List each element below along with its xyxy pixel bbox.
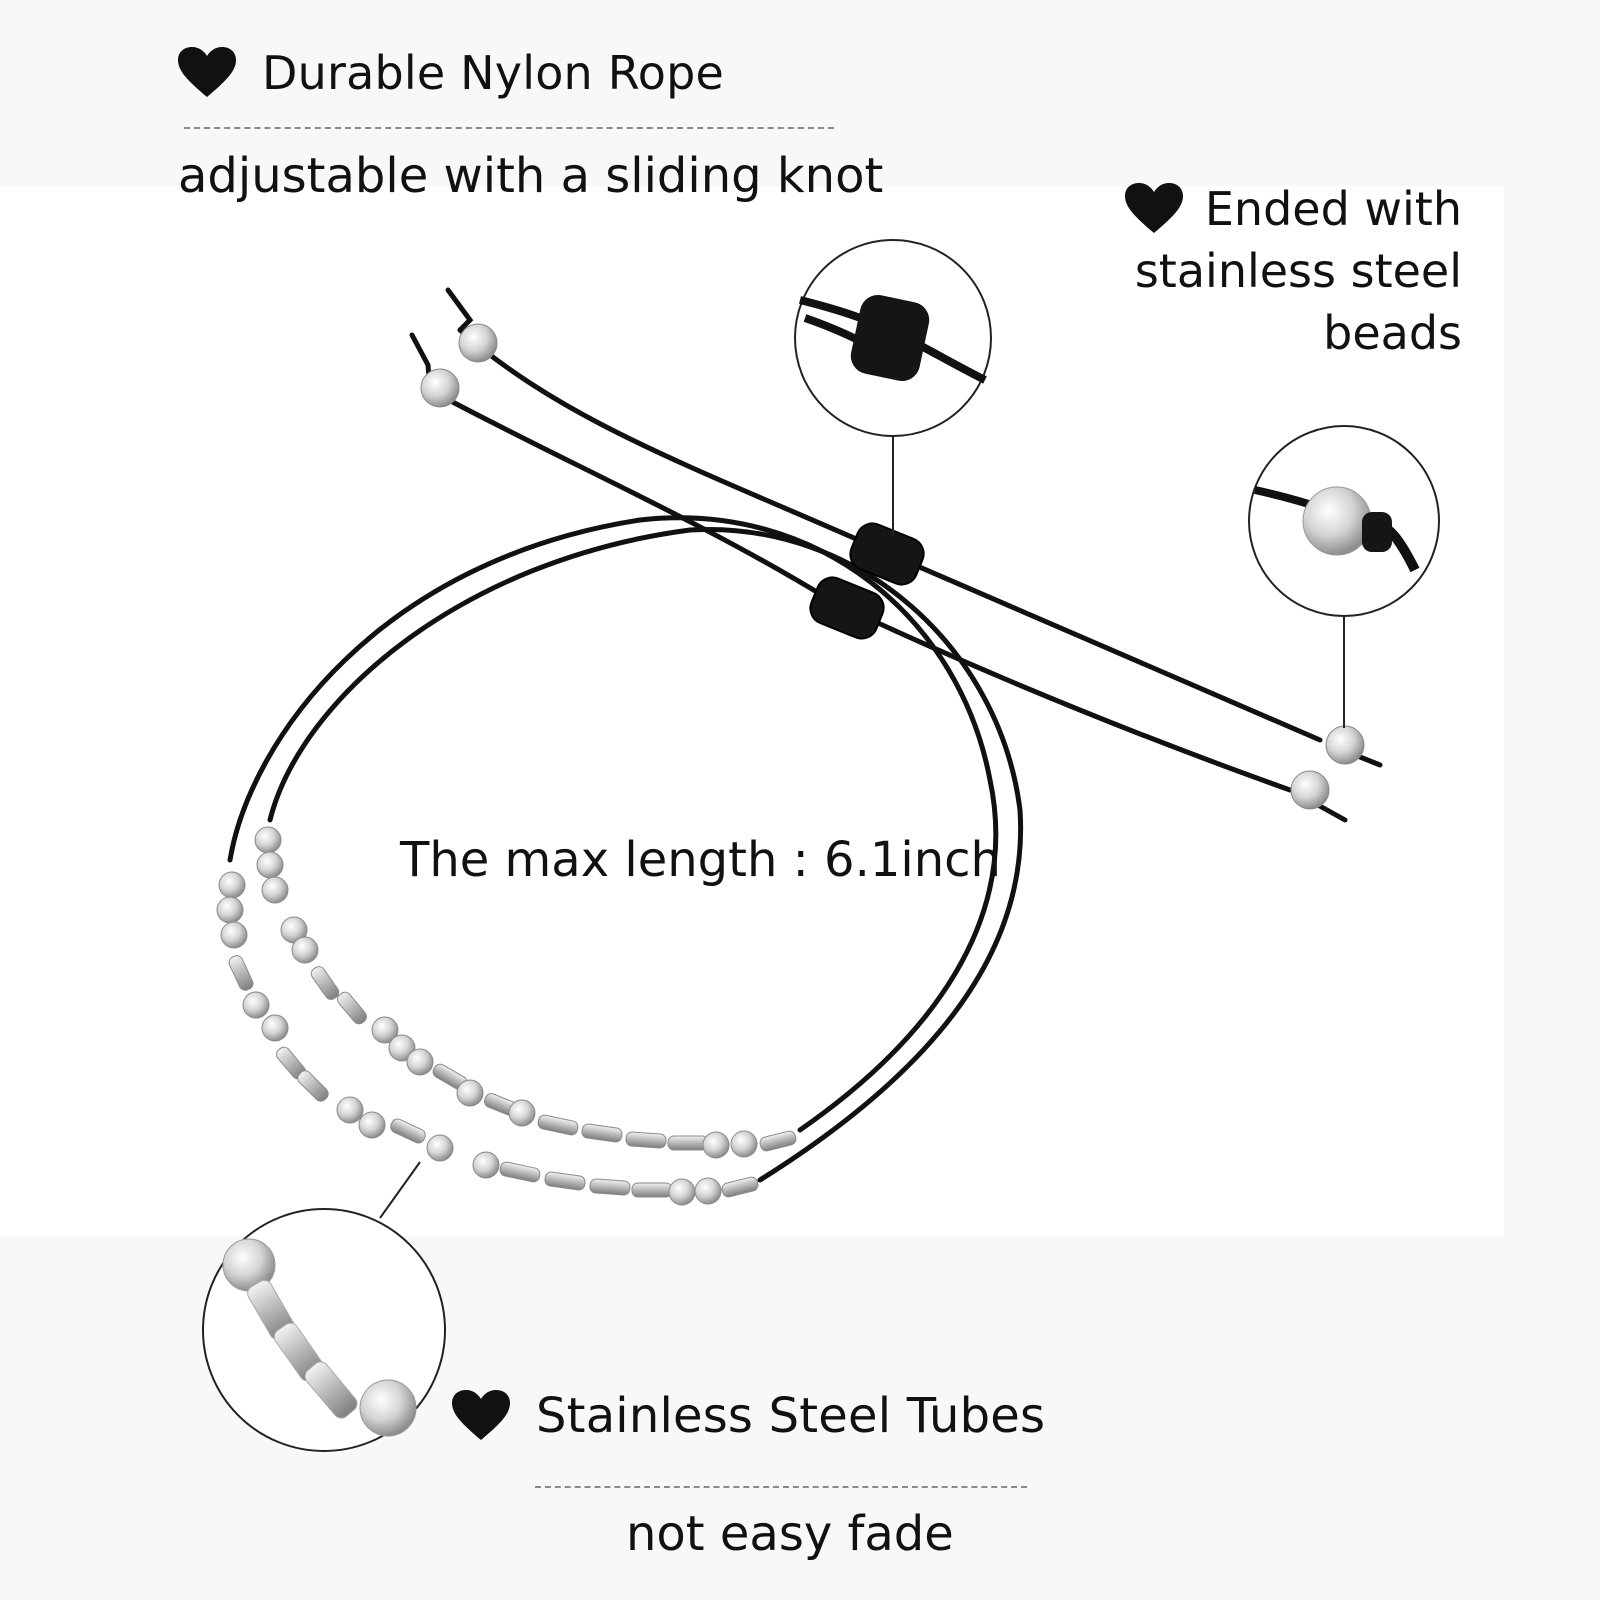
end-bead (1290, 770, 1330, 810)
bead (694, 1177, 722, 1205)
bead (426, 1134, 454, 1162)
cord-inner-tail-right (847, 607, 1293, 793)
tube (537, 1114, 579, 1136)
callout-end-bead (1248, 425, 1440, 728)
bead (291, 936, 319, 964)
bead (220, 921, 248, 949)
bead (702, 1131, 730, 1159)
tube (581, 1123, 623, 1143)
feature-tubes-title: Stainless Steel Tubes (452, 1388, 1045, 1444)
tube (625, 1131, 667, 1149)
end-bead (1325, 725, 1365, 765)
bead (218, 871, 246, 899)
tube (544, 1171, 586, 1191)
bead (242, 991, 270, 1019)
tube (337, 991, 367, 1025)
tube (631, 1182, 673, 1198)
tube (589, 1178, 631, 1196)
knot-inner (809, 576, 885, 640)
tube (759, 1130, 797, 1152)
tube (310, 966, 340, 1000)
feature-ends-line3: beads (1323, 306, 1462, 360)
bead (388, 1034, 416, 1062)
divider (535, 1486, 1027, 1488)
callout-tubes (202, 1161, 446, 1452)
heart-icon (452, 1390, 510, 1440)
morse-beads-outer (216, 871, 759, 1206)
end-bead (420, 368, 460, 408)
sliding-knots (809, 522, 925, 640)
feature-rope-subtitle: adjustable with a sliding knot (178, 148, 884, 204)
feature-ends-line2: stainless steel (1134, 244, 1462, 298)
feature-rope-title: Durable Nylon Rope (178, 46, 724, 100)
morse-beads-inner (254, 826, 797, 1159)
max-length-label: The max length : 6.1inch (400, 832, 1001, 888)
heart-icon (178, 47, 236, 97)
feature-rope-label: Durable Nylon Rope (262, 46, 725, 100)
feature-tubes-subtitle: not easy fade (626, 1506, 954, 1562)
bracelet-inner (267, 332, 1348, 1183)
feature-ends-line1: Ended with (1204, 182, 1462, 236)
divider (184, 127, 834, 129)
bead (456, 1079, 484, 1107)
bead (406, 1048, 434, 1076)
bead (730, 1130, 758, 1158)
callout-line (379, 1161, 421, 1219)
bead (472, 1151, 500, 1179)
tube (297, 1070, 329, 1102)
bead (261, 1014, 289, 1042)
cord-inner-tail-left (427, 387, 833, 603)
bead (261, 876, 289, 904)
tube (499, 1161, 541, 1183)
cord-inner-loop (267, 526, 1024, 1183)
cord-outer-tail-left (457, 327, 873, 548)
bead (336, 1096, 364, 1124)
feature-ends: Ended with stainless steel beads (1124, 178, 1462, 364)
tube (228, 955, 254, 991)
cord-outer-tail-right (877, 547, 1323, 743)
tube (667, 1135, 709, 1151)
bead (358, 1111, 386, 1139)
end-beads (420, 323, 1365, 810)
callout-knot (794, 239, 992, 535)
bead (508, 1099, 536, 1127)
top-band (0, 0, 1600, 186)
feature-tubes-label: Stainless Steel Tubes (536, 1388, 1046, 1444)
bead (668, 1178, 696, 1206)
tube (390, 1118, 426, 1144)
heart-icon (1124, 183, 1183, 233)
bead (216, 896, 244, 924)
end-bead (458, 323, 498, 363)
bead (256, 851, 284, 879)
bracelet-outer (227, 287, 1383, 1133)
bead (371, 1016, 399, 1044)
knot-outer (849, 522, 925, 586)
bead (254, 826, 282, 854)
tube (721, 1176, 759, 1198)
